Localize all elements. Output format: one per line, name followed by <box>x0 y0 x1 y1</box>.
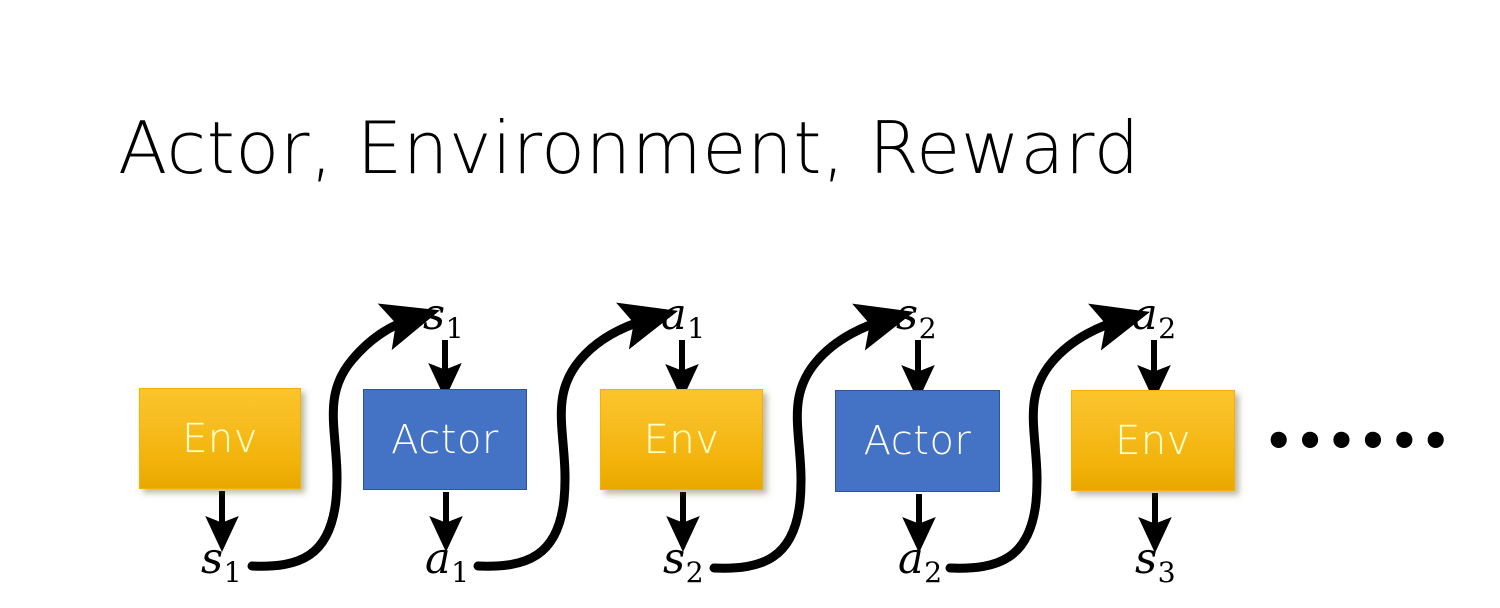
symbol: s <box>1135 534 1158 584</box>
symbol: a <box>425 534 451 584</box>
node-label: Env <box>1115 417 1191 464</box>
subscript: 1 <box>445 311 464 345</box>
subscript: 1 <box>223 555 242 589</box>
subscript: 2 <box>1158 311 1177 345</box>
label-top-a2: a2 <box>1132 294 1176 343</box>
label-bottom-a2: a2 <box>898 538 942 587</box>
node-env-2[interactable]: Env <box>600 389 763 490</box>
label-bottom-s1: s1 <box>201 538 242 587</box>
node-actor-2[interactable]: Actor <box>835 390 1000 492</box>
subscript: 3 <box>1157 555 1176 589</box>
node-label: Actor <box>391 416 499 463</box>
symbol: s <box>896 290 919 340</box>
subscript: 2 <box>918 311 937 345</box>
page-title: Actor, Environment, Reward <box>118 106 1140 190</box>
subscript: 2 <box>685 555 704 589</box>
label-bottom-s2: s2 <box>663 538 704 587</box>
node-label: Env <box>643 416 720 463</box>
node-env-1[interactable]: Env <box>139 388 301 489</box>
node-label: Env <box>182 415 258 462</box>
symbol: a <box>1132 290 1158 340</box>
ellipsis-continuation: •••••• <box>1264 414 1453 468</box>
label-bottom-a1: a1 <box>425 538 469 587</box>
symbol: s <box>663 534 686 584</box>
label-top-s1: s1 <box>423 294 464 343</box>
label-bottom-s3: s3 <box>1135 538 1176 587</box>
node-env-3[interactable]: Env <box>1071 390 1235 491</box>
symbol: s <box>423 290 446 340</box>
node-actor-1[interactable]: Actor <box>363 389 527 490</box>
subscript: 1 <box>687 311 706 345</box>
label-top-a1: a1 <box>661 294 705 343</box>
symbol: a <box>898 534 924 584</box>
symbol: s <box>201 534 224 584</box>
symbol: a <box>661 290 687 340</box>
subscript: 2 <box>924 555 943 589</box>
label-top-s2: s2 <box>896 294 937 343</box>
node-label: Actor <box>863 418 972 464</box>
subscript: 1 <box>451 555 470 589</box>
